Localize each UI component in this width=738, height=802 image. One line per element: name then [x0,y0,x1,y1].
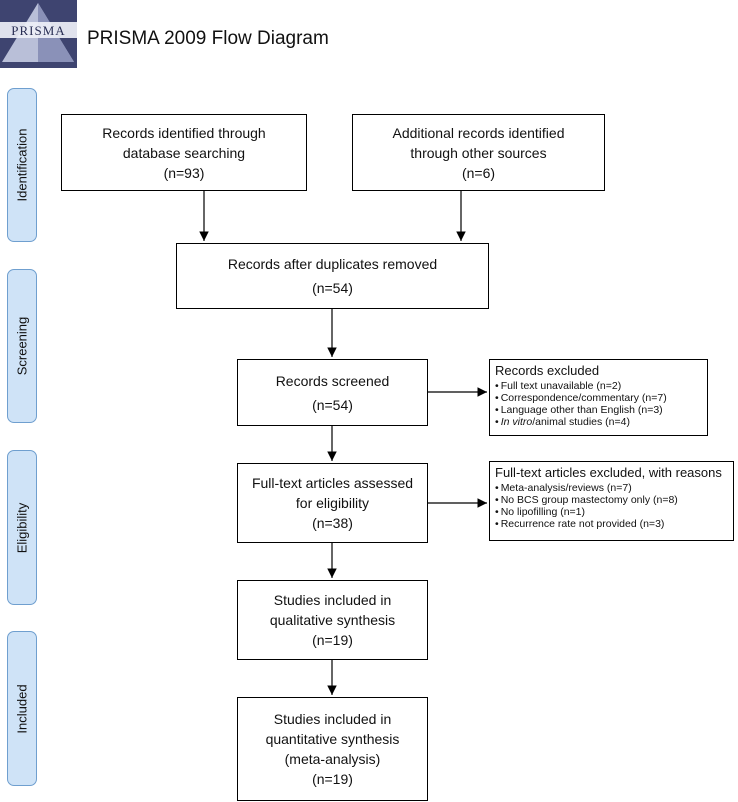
box-after-duplicates: Records after duplicates removed (n=54) [176,243,489,309]
list-item: Correspondence/commentary (n=7) [495,392,701,404]
logo-text: PRISMA [11,23,65,38]
phase-identification: Identification [7,88,37,242]
fulltext-excluded-title: Full-text articles excluded, with reason… [495,465,722,480]
list-item: No lipofilling (n=1) [495,506,727,518]
phase-screening: Screening [7,269,37,423]
records-excluded-title: Records excluded [495,363,600,378]
box-records-screened: Records screened (n=54) [237,359,428,426]
list-item: In vitro/animal studies (n=4) [495,416,701,428]
box-quantitative-synthesis: Studies included in quantitative synthes… [237,697,428,801]
list-item: Language other than English (n=3) [495,404,701,416]
box-records-excluded: Records excluded Full text unavailable (… [489,359,708,436]
box-fulltext-excluded: Full-text articles excluded, with reason… [489,461,734,541]
box-other-sources: Additional records identified through ot… [352,114,605,191]
box-qualitative-synthesis: Studies included in qualitative synthesi… [237,580,428,660]
prisma-logo: PRISMA [0,0,77,68]
list-item: Recurrence rate not provided (n=3) [495,518,727,530]
page-title: PRISMA 2009 Flow Diagram [87,28,329,49]
box-fulltext-assessed: Full-text articles assessed for eligibil… [237,463,428,543]
list-item: No BCS group mastectomy only (n=8) [495,494,727,506]
box-database-search: Records identified through database sear… [61,114,307,191]
list-item: Full text unavailable (n=2) [495,380,701,392]
list-item: Meta-analysis/reviews (n=7) [495,482,727,494]
phase-eligibility: Eligibility [7,450,37,605]
phase-included: Included [7,631,37,786]
